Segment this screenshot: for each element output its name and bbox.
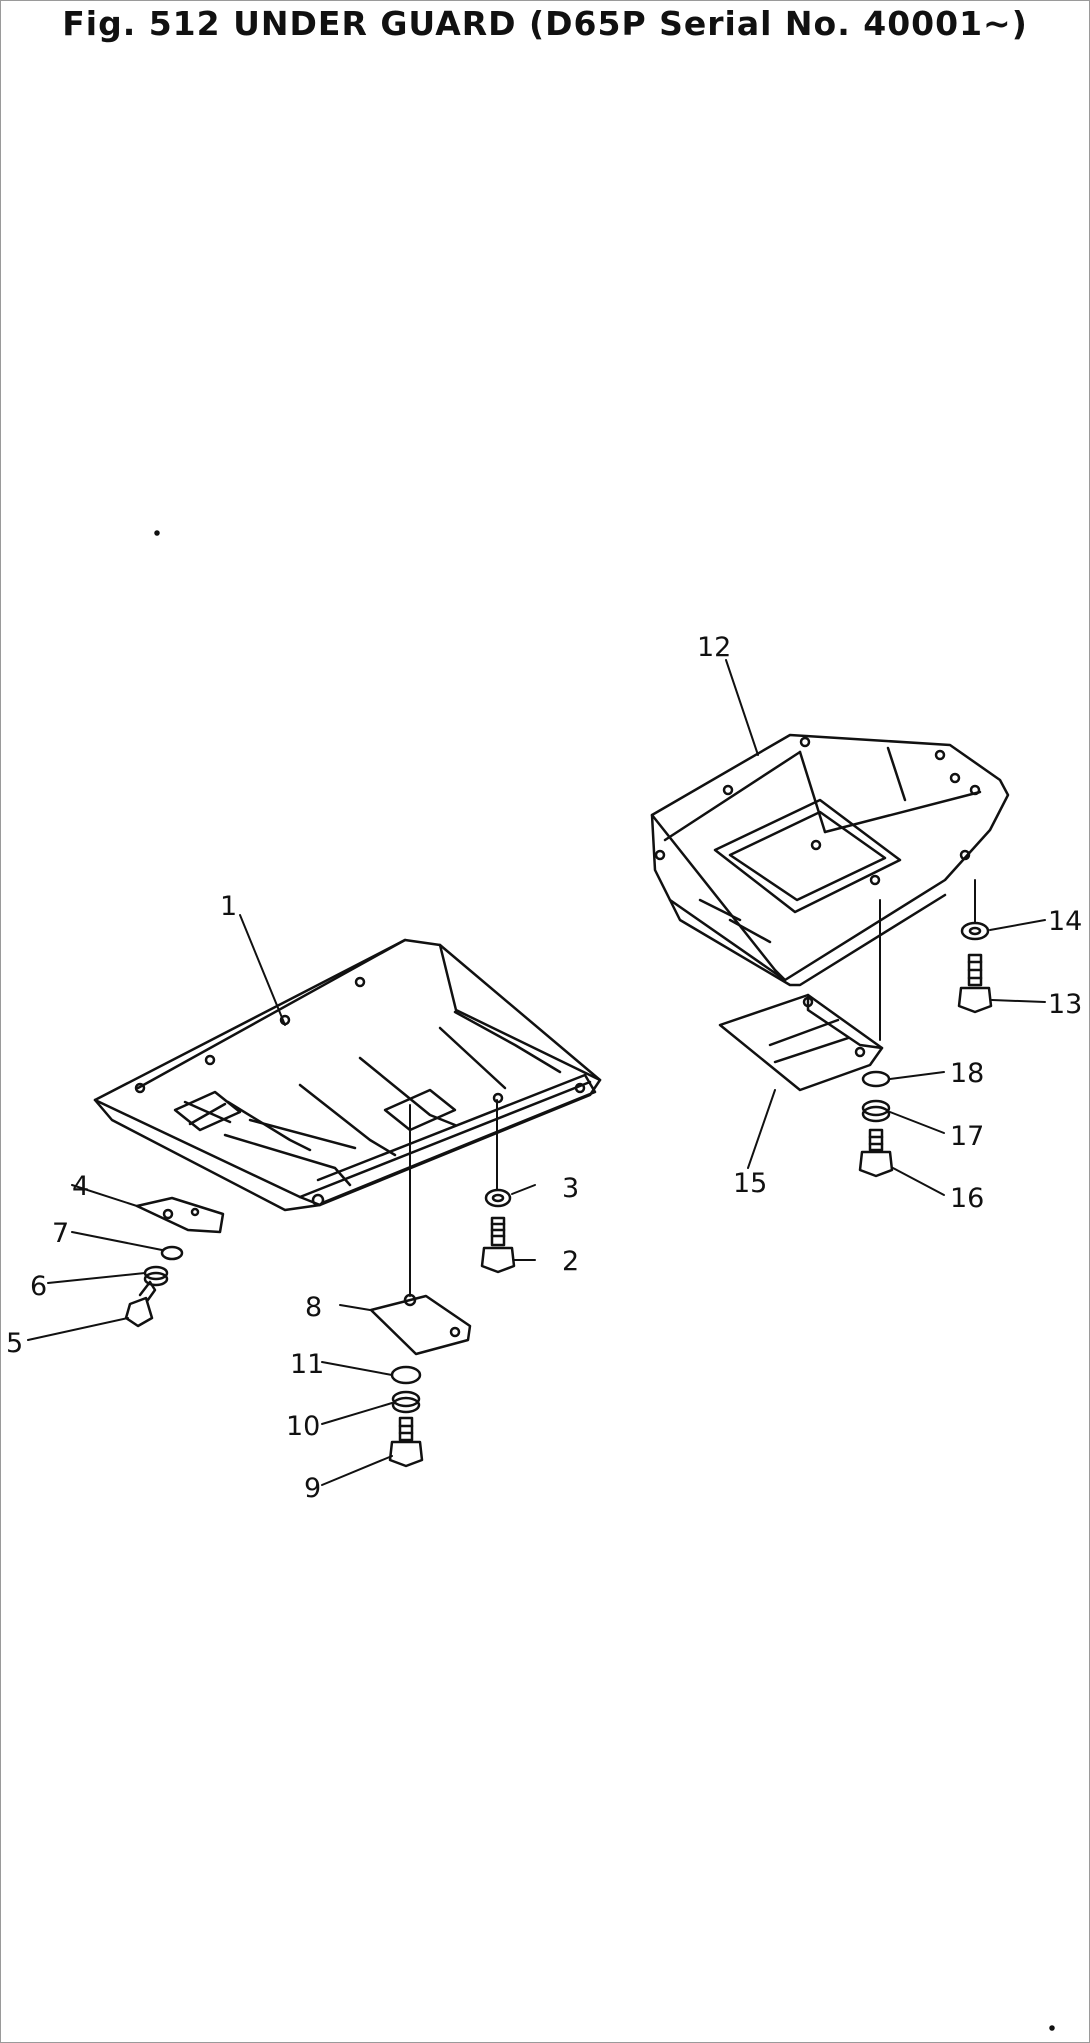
assembly-lines bbox=[409, 879, 976, 1297]
callout-15: 15 bbox=[733, 1168, 767, 1199]
part-9-bolt bbox=[388, 1416, 424, 1468]
callout-14: 14 bbox=[1048, 906, 1082, 937]
part-8-cover bbox=[369, 1293, 472, 1356]
part-11-washer bbox=[390, 1365, 422, 1385]
part-10-lock-washer bbox=[391, 1390, 421, 1414]
callout-2: 2 bbox=[562, 1246, 579, 1277]
callout-5: 5 bbox=[6, 1328, 23, 1359]
callout-11: 11 bbox=[290, 1349, 324, 1380]
part-18-washer bbox=[861, 1070, 891, 1088]
part-12-rear-under-guard bbox=[650, 733, 1010, 987]
callout-6: 6 bbox=[30, 1271, 47, 1302]
callout-labels: 1 2 3 4 5 6 7 8 9 10 11 12 13 14 15 16 1… bbox=[6, 632, 1082, 1504]
callout-1: 1 bbox=[220, 891, 237, 922]
leader-lines bbox=[27, 659, 1046, 1486]
scan-dot bbox=[1049, 2025, 1055, 2031]
callout-3: 3 bbox=[562, 1173, 579, 1204]
callout-7: 7 bbox=[52, 1218, 69, 1249]
part-13-bolt bbox=[957, 953, 993, 1014]
part-5-bolt bbox=[124, 1280, 157, 1328]
callout-18: 18 bbox=[950, 1058, 984, 1089]
part-15-cover bbox=[718, 993, 884, 1092]
part-4-plate bbox=[135, 1196, 225, 1234]
part-2-bolt bbox=[480, 1216, 516, 1274]
part-7-washer bbox=[160, 1245, 184, 1261]
callout-17: 17 bbox=[950, 1121, 984, 1152]
callout-16: 16 bbox=[950, 1183, 984, 1214]
part-1-front-under-guard bbox=[93, 938, 602, 1212]
callout-13: 13 bbox=[1048, 989, 1082, 1020]
callout-12: 12 bbox=[697, 632, 731, 663]
callout-10: 10 bbox=[286, 1411, 320, 1442]
part-17-lock-washer bbox=[861, 1099, 891, 1123]
part-3-washer bbox=[484, 1188, 512, 1208]
part-14-washer bbox=[960, 921, 990, 941]
part-16-bolt bbox=[858, 1128, 894, 1178]
callout-9: 9 bbox=[304, 1473, 321, 1504]
callout-4: 4 bbox=[72, 1171, 89, 1202]
callout-8: 8 bbox=[305, 1292, 322, 1323]
figure-title: Fig. 512 UNDER GUARD (D65P Serial No. 40… bbox=[62, 4, 1028, 43]
scan-dot bbox=[154, 530, 160, 536]
